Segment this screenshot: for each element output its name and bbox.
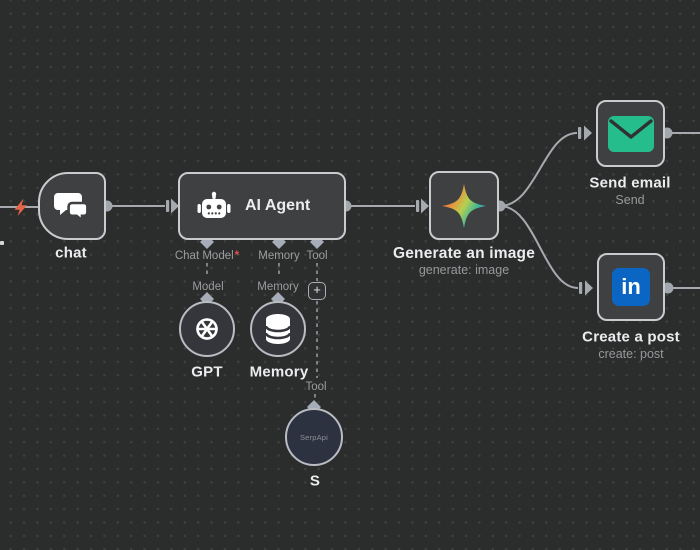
linkedin-icon: in xyxy=(612,268,650,306)
node-label-create-post: Create a post xyxy=(582,328,680,346)
node-send-email[interactable] xyxy=(596,100,665,167)
node-gpt[interactable] xyxy=(179,301,235,357)
openai-icon xyxy=(196,318,218,340)
input-bar-generate xyxy=(416,200,420,212)
input-bar-agent xyxy=(166,200,170,212)
connection-generate-to-email[interactable] xyxy=(499,132,578,207)
subnode-port-label-memory: Memory xyxy=(257,281,299,293)
node-label-chat: chat xyxy=(55,244,87,262)
node-sublabel-generate-image: generate: image xyxy=(418,263,510,277)
node-label-send-email: Send email xyxy=(589,174,671,192)
node-title-ai-agent: AI Agent xyxy=(245,197,311,214)
robot-icon xyxy=(197,191,231,218)
port-label-memory: Memory xyxy=(258,250,300,262)
serpapi-badge-text: SerpApi xyxy=(299,432,329,442)
node-memory[interactable] xyxy=(250,301,306,357)
input-arrow-icon xyxy=(584,125,592,141)
node-chat-trigger[interactable] xyxy=(38,172,106,240)
input-arrow-icon xyxy=(421,198,429,214)
node-label-serpapi: S xyxy=(309,472,321,490)
node-label-generate-image: Generate an image xyxy=(392,245,536,262)
add-tool-button[interactable]: + xyxy=(308,282,326,300)
subnode-port-label-tool: Tool xyxy=(305,381,327,393)
input-bar-post xyxy=(579,282,583,294)
subnode-port-label-model: Model xyxy=(192,281,224,293)
port-label-chat-model: Chat Model* xyxy=(174,250,240,262)
clipped-offscreen-element xyxy=(0,241,4,245)
lightning-icon xyxy=(14,198,27,216)
envelope-icon xyxy=(607,115,654,152)
node-label-memory: Memory xyxy=(249,363,309,381)
input-arrow-icon xyxy=(585,280,593,296)
node-sublabel-create-post: create: post xyxy=(598,347,664,361)
node-label-gpt: GPT xyxy=(191,363,223,381)
chat-bubbles-icon xyxy=(54,193,89,222)
port-label-tool: Tool xyxy=(306,250,328,262)
plus-icon: + xyxy=(313,282,321,297)
node-sublabel-send-email: Send xyxy=(615,193,645,207)
required-asterisk: * xyxy=(234,250,240,262)
node-ai-agent[interactable]: AI Agent xyxy=(178,172,346,240)
input-bar-email xyxy=(578,127,582,139)
node-serpapi[interactable]: SerpApi xyxy=(285,408,343,466)
database-icon xyxy=(264,314,292,344)
gemini-star-icon xyxy=(441,183,487,228)
node-create-post[interactable]: in xyxy=(597,253,665,321)
node-generate-image[interactable] xyxy=(429,171,499,240)
